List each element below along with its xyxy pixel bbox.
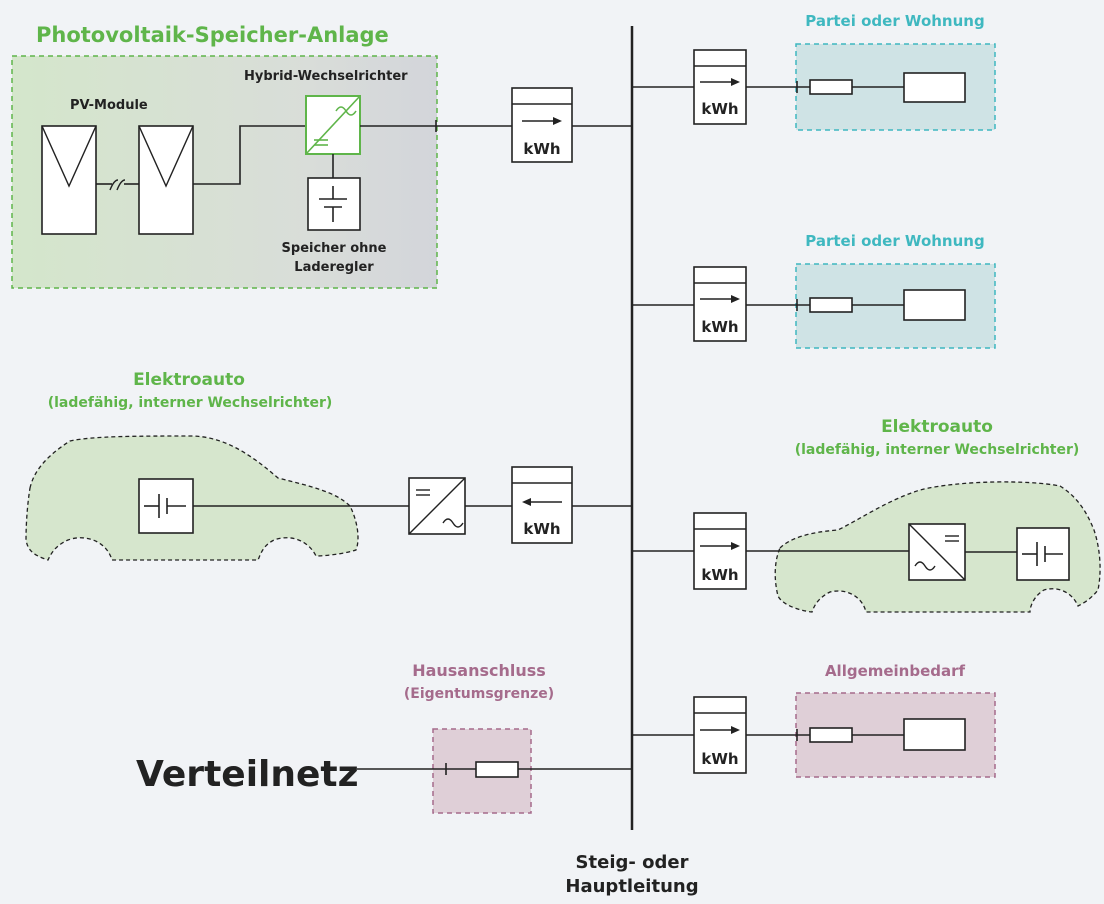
kwh-meter-ev-left: kWh — [511, 466, 573, 544]
battery-storage-icon — [307, 177, 361, 231]
inverter-label: Hybrid-Wechselrichter — [244, 69, 408, 84]
ev-right-subtitle: (ladefähig, interner Wechselrichter) — [795, 442, 1080, 458]
ev-left-subtitle: (ladefähig, interner Wechselrichter) — [48, 395, 333, 411]
load-icon — [903, 718, 966, 751]
kwh-meter-pv: kWh — [511, 87, 573, 163]
house-connection-subtitle: (Eigentumsgrenze) — [404, 686, 554, 702]
load-icon — [903, 72, 966, 103]
svg-text:kWh: kWh — [701, 100, 738, 118]
ev-left-inverter-icon — [408, 477, 466, 535]
fuse-icon — [809, 727, 853, 743]
pv-system-title: Photovoltaik-Speicher-Anlage — [36, 23, 389, 47]
meter-unit-label: kWh — [523, 140, 560, 158]
svg-text:kWh: kWh — [701, 750, 738, 768]
pv-module-icon — [41, 125, 97, 235]
grid-label: Verteilnetz — [136, 754, 359, 795]
ev-right-inverter-icon — [908, 523, 966, 581]
ev-right-battery-icon — [1016, 527, 1070, 581]
ev-right-title: Elektroauto — [881, 417, 993, 437]
svg-text:kWh: kWh — [523, 520, 560, 538]
hybrid-inverter-icon — [305, 95, 361, 155]
apartment-title-2: Partei oder Wohnung — [805, 232, 984, 250]
pv-module-icon — [138, 125, 194, 235]
fuse-icon — [809, 79, 853, 95]
house-connection-title: Hausanschluss — [412, 661, 546, 680]
riser-label-line1: Steig- oder — [576, 852, 689, 873]
ev-left-battery-icon — [138, 478, 194, 534]
kwh-meter-apartment-2: kWh — [693, 266, 747, 342]
apartment-title-1: Partei oder Wohnung — [805, 12, 984, 30]
common-demand-title: Allgemeinbedarf — [825, 662, 966, 680]
storage-label-line2: Laderegler — [294, 260, 374, 275]
ev-left-title: Elektroauto — [133, 370, 245, 390]
break-symbol-icon — [109, 179, 126, 191]
kwh-meter-apartment-1: kWh — [693, 49, 747, 125]
riser-label-line2: Hauptleitung — [565, 876, 698, 897]
kwh-meter-common-demand: kWh — [693, 696, 747, 774]
pv-modules-label: PV-Module — [70, 98, 148, 113]
load-icon — [903, 289, 966, 321]
fuse-icon — [475, 761, 519, 778]
svg-text:kWh: kWh — [701, 318, 738, 336]
kwh-meter-ev-right: kWh — [693, 512, 747, 590]
storage-label-line1: Speicher ohne — [282, 241, 387, 256]
fuse-icon — [809, 297, 853, 313]
svg-text:kWh: kWh — [701, 566, 738, 584]
